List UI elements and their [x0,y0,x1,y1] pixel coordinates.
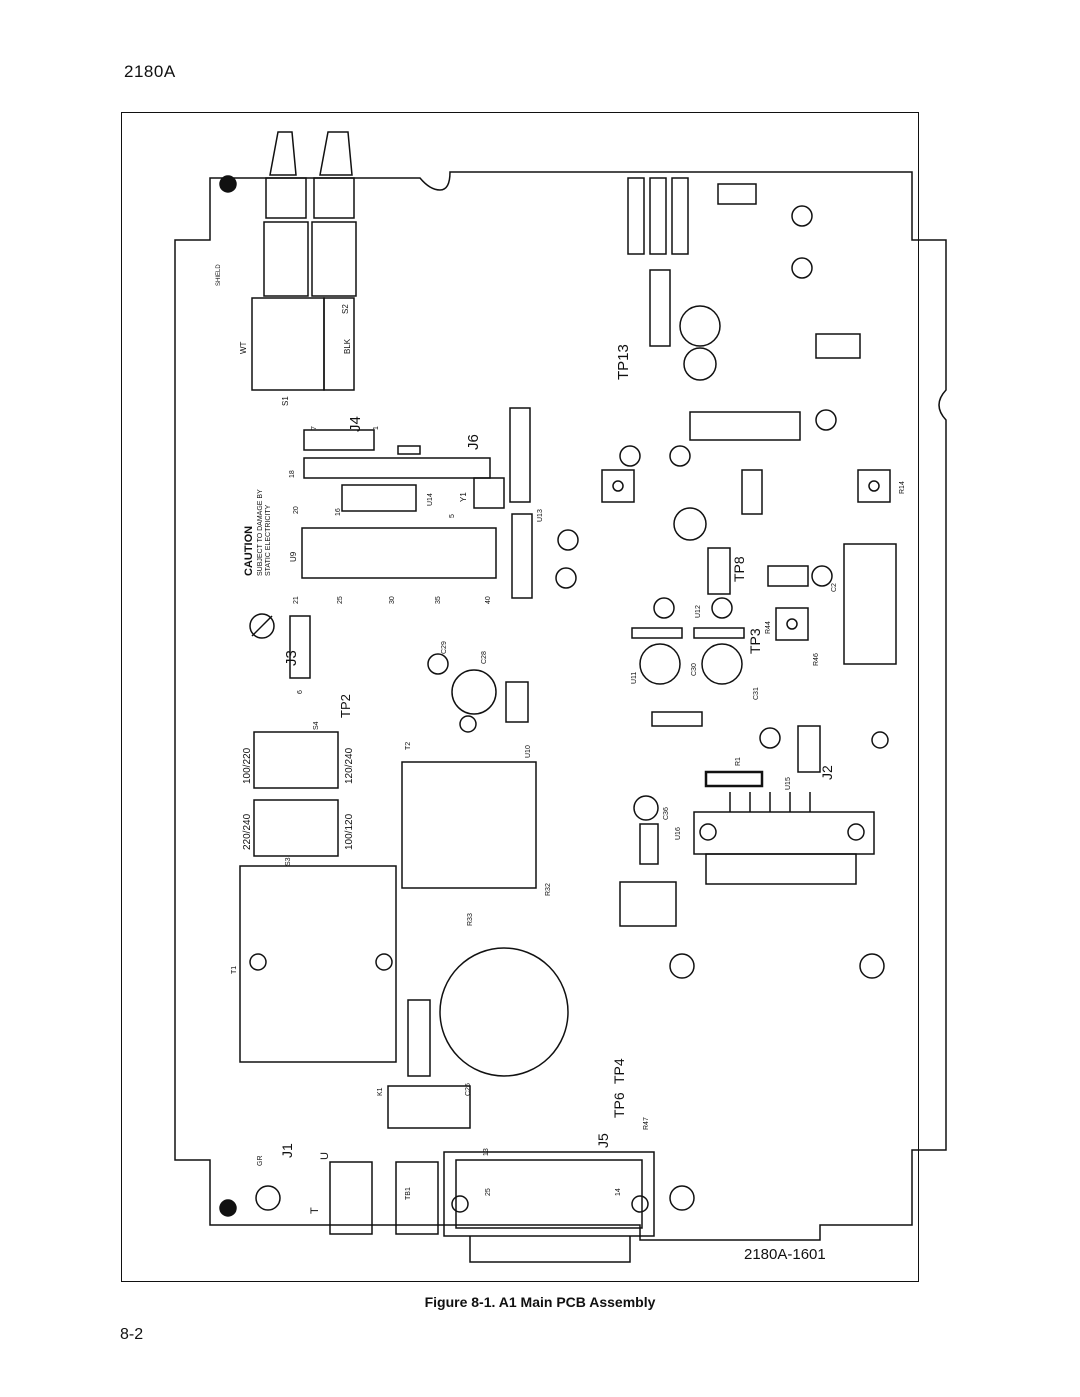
page-header-model: 2180A [124,62,176,81]
u14-label: U14 [427,493,434,506]
j6-label: J6 [465,434,482,450]
j5-pin-13: 13 [483,1148,490,1156]
u16-label: U16 [675,827,682,840]
blk-label: BLK [343,338,352,354]
tp4-label: TP4 [611,1058,627,1084]
pin-6: 6 [297,690,304,694]
c30-label: C30 [691,663,698,676]
pin-7: 7 [311,426,318,430]
caution-line2: STATIC ELECTRICITY [265,504,272,576]
shield-label: SHIELD [216,264,222,286]
terminal-u-label: U [319,1152,331,1160]
j2-label: J2 [819,765,835,780]
figure-frame [121,112,919,1282]
tp6-label: TP6 [611,1092,627,1118]
pin-35: 35 [435,596,442,604]
caution-label: CAUTION SUBJECT TO DAMAGE BY STATIC ELEC… [243,489,272,576]
c28-label: C28 [481,651,488,664]
pin-30: 30 [389,596,396,604]
tp8-label: TP8 [731,556,747,582]
s4-label: S4 [313,721,320,730]
c2-label: C2 [831,583,838,592]
wt-label: WT [239,341,248,354]
pin-5: 5 [449,514,456,518]
u9-label: U9 [289,551,298,562]
u15-label: U15 [785,777,792,790]
c26-label: C26 [465,1083,472,1096]
t2-label: T2 [405,742,412,750]
pin-18: 18 [289,470,296,478]
j3-label: J3 [283,650,300,666]
y1-label: Y1 [459,492,468,502]
tp3-label: TP3 [747,628,763,654]
pin-20: 20 [293,506,300,514]
page-number: 8-2 [120,1326,144,1343]
pin-21: 21 [293,596,300,604]
voltage-220-240: 220/240 [242,813,253,850]
u10-label: U10 [525,745,532,758]
j5-pin-25: 25 [485,1188,492,1196]
j5-label: J5 [595,1133,611,1148]
r44-label: R44 [765,621,772,634]
r14-label: R14 [899,481,906,494]
tp2-label: TP2 [338,694,353,718]
s2-label: S2 [341,304,350,314]
r32-label: R32 [545,883,552,896]
drawing-number: 2180A-1601 [744,1246,826,1263]
pin-25: 25 [337,596,344,604]
c31-label: C31 [753,687,760,700]
terminal-gr-label: GR [257,1156,264,1167]
c36-label: C36 [663,807,670,820]
r46-label: R46 [813,653,820,666]
tp13-label: TP13 [615,344,632,380]
voltage-120-240: 120/240 [344,747,355,784]
s1-label: S1 [281,396,290,406]
u12-label: U12 [695,605,702,618]
pin-16: 16 [335,508,342,516]
t1-label: T1 [231,966,238,974]
r33-label: R33 [467,913,474,926]
pin-1: 1 [373,426,380,430]
r47-label: R47 [643,1117,650,1130]
voltage-100-120: 100/120 [344,813,355,850]
u11-label: U11 [631,672,638,684]
caution-line1: SUBJECT TO DAMAGE BY [257,489,264,576]
voltage-100-220: 100/220 [242,747,253,784]
k1-label: K1 [377,1087,384,1096]
r1-label: R1 [735,757,742,766]
s3-label: S3 [285,857,292,866]
figure-caption: Figure 8-1. A1 Main PCB Assembly [424,1294,656,1310]
caution-title: CAUTION [243,526,255,576]
pin-40: 40 [485,596,492,604]
c29-label: C29 [441,641,448,654]
j5-pin-14: 14 [615,1188,622,1196]
u13-label: U13 [537,509,544,522]
j4-label: J4 [347,416,364,432]
j1-label: J1 [279,1143,295,1158]
terminal-t-label: T [309,1207,321,1214]
board-outline [174,171,947,1241]
tb1-label: TB1 [405,1187,412,1200]
